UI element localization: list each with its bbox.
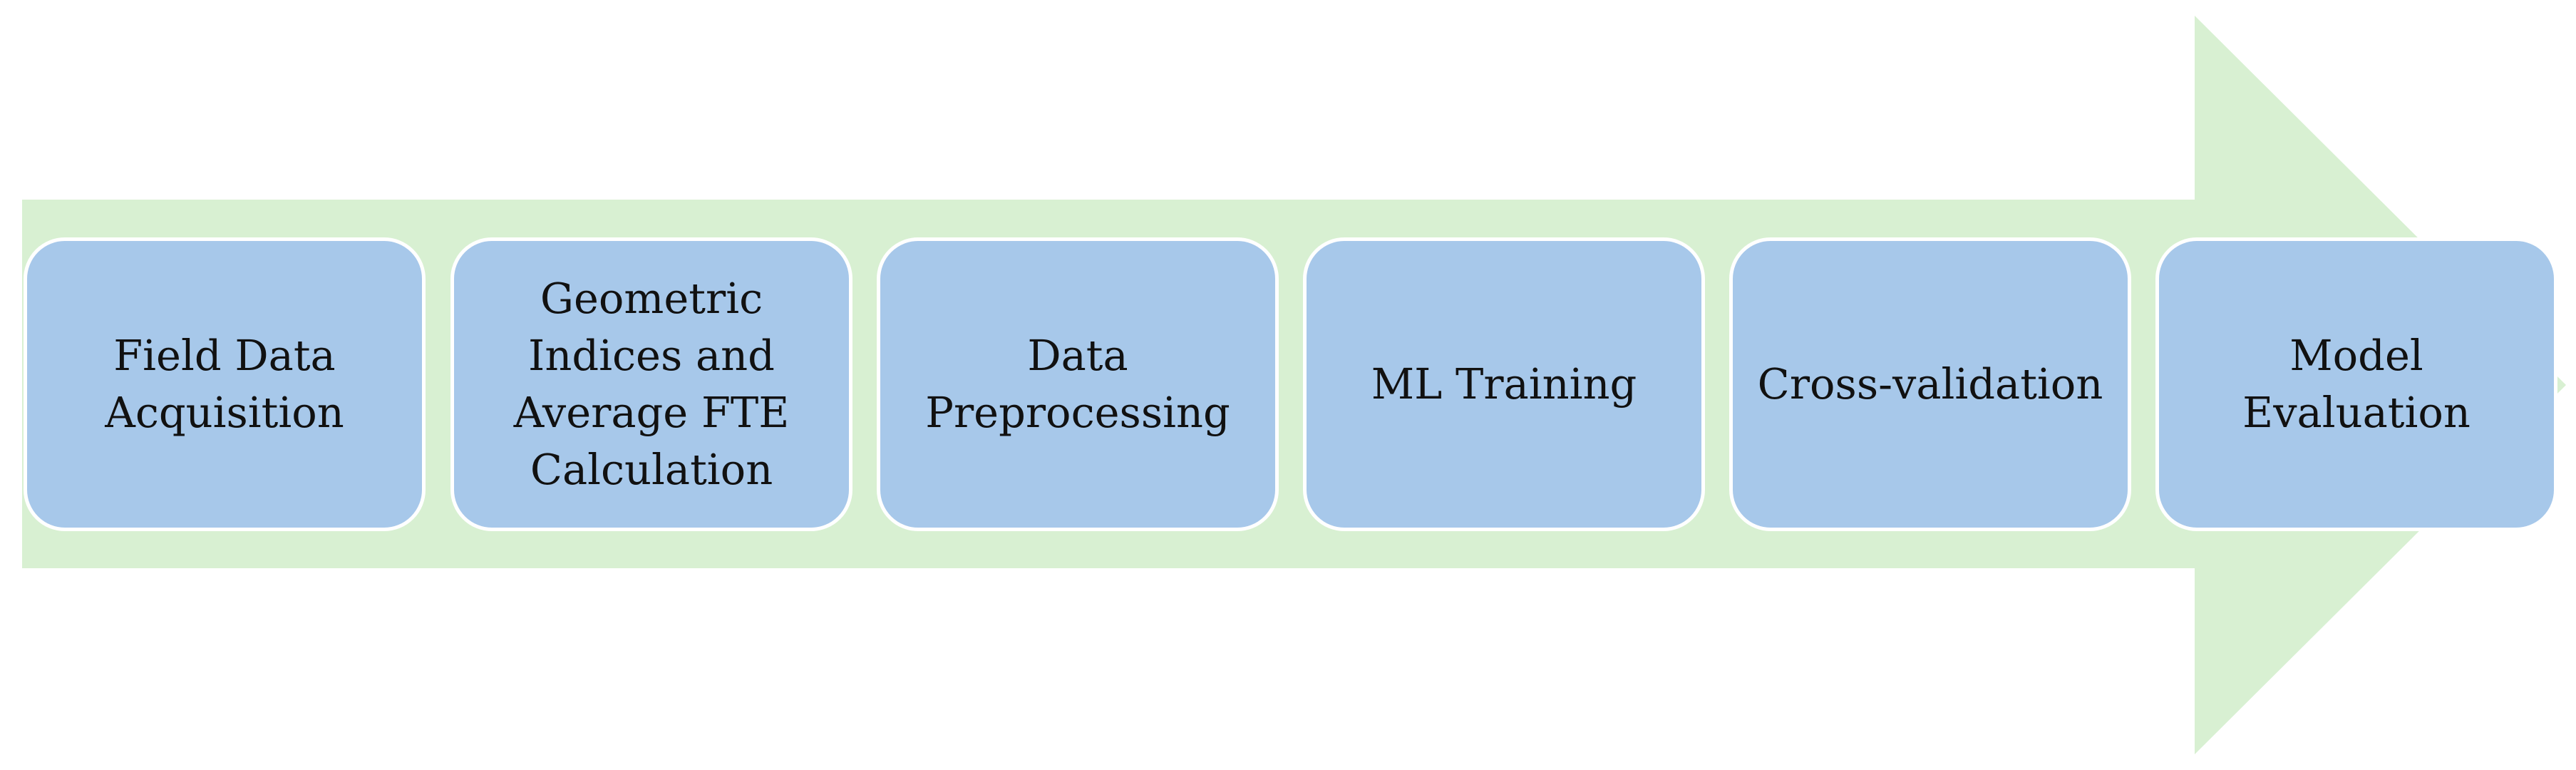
step-label: Geometric Indices and Average FTE Calcul… [513,273,790,495]
step-label: Model Evaluation [2242,330,2471,437]
step-ml-training: ML Training [1303,237,1705,531]
step-field-data-acquisition: Field Data Acquisition [24,237,426,531]
step-model-evaluation: Model Evaluation [2155,237,2557,531]
step-data-preprocessing: Data Preprocessing [877,237,1279,531]
flow-arrow-shape [22,16,2566,754]
step-label: Cross-validation [1757,359,2103,409]
step-label: Data Preprocessing [925,330,1230,437]
step-geometric-indices: Geometric Indices and Average FTE Calcul… [450,237,852,531]
step-cross-validation: Cross-validation [1729,237,2131,531]
step-label: ML Training [1371,359,1637,409]
step-label: Field Data Acquisition [105,330,344,437]
